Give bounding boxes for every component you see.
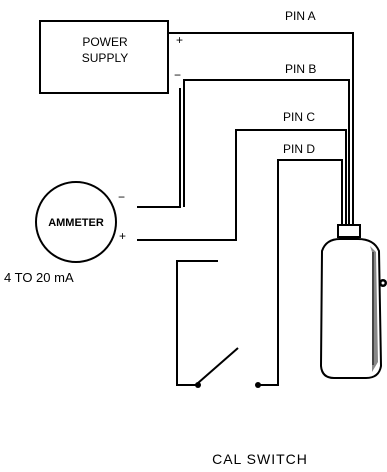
transmitter-shading <box>370 246 378 372</box>
ammeter-label: AMMETER <box>48 217 104 229</box>
ammeter-minus-sign: − <box>118 190 125 204</box>
pin-d-label: PIN D <box>283 142 315 156</box>
transmitter-connector <box>337 224 361 238</box>
pin-b-label: PIN B <box>285 62 316 76</box>
wire-pin-b-main <box>183 79 350 225</box>
cal-switch <box>176 260 239 386</box>
pin-a-label: PIN A <box>285 9 316 23</box>
power-supply-label-line1: POWER <box>82 35 128 49</box>
switch-left-wire <box>176 260 218 386</box>
power-supply-plus-sign: + <box>176 33 183 47</box>
power-supply-label-line2: SUPPLY <box>82 51 128 65</box>
switch-lever <box>197 347 239 384</box>
wire-pin-b <box>137 88 181 208</box>
ammeter-plus-sign: + <box>119 229 126 243</box>
ammeter-range-label: 4 TO 20 mA <box>4 270 74 285</box>
ammeter-symbol <box>35 181 117 263</box>
cal-switch-label: CAL SWITCH <box>212 451 308 467</box>
wire-pin-d <box>258 159 343 386</box>
transmitter-body <box>319 238 383 379</box>
pin-c-label: PIN C <box>283 110 315 124</box>
wire-pin-c <box>137 129 347 241</box>
power-supply-box <box>39 20 169 94</box>
switch-contact-right <box>255 382 261 388</box>
wire-pin-a <box>168 32 354 225</box>
transmitter-side-port-center <box>381 281 385 285</box>
switch-contact-left <box>195 382 201 388</box>
transmitter <box>319 224 387 379</box>
power-supply-minus-sign: − <box>174 68 181 82</box>
